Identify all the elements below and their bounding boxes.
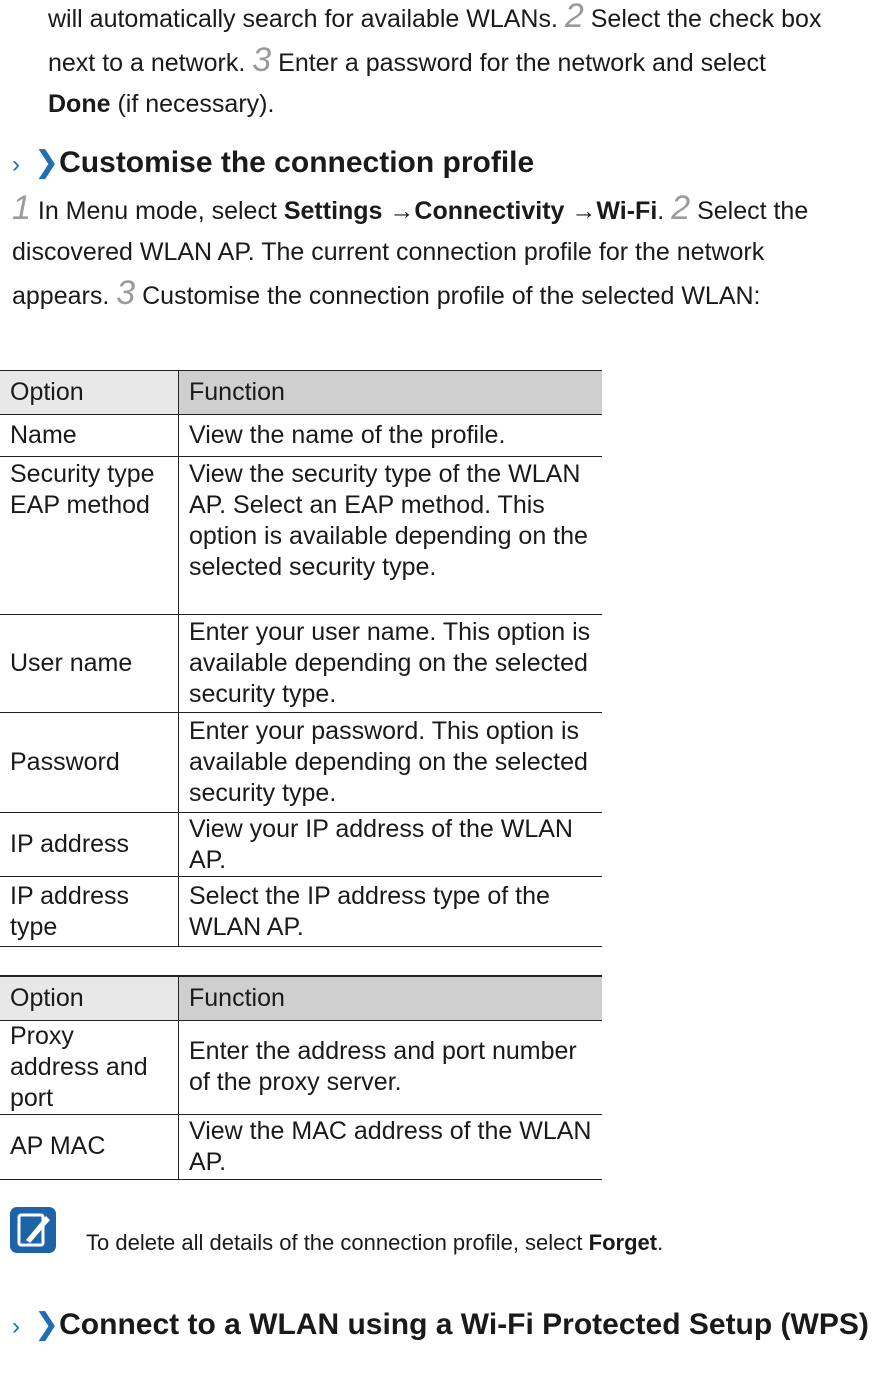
intro-text: (if necessary). [117, 90, 275, 118]
steps-paragraph: 1 In Menu mode, select Settings →Connect… [12, 188, 842, 317]
note-pencil-icon [10, 1207, 56, 1253]
arrow-icon: → [571, 197, 597, 225]
step-text: In Menu mode, select [37, 197, 277, 225]
function-cell: View the security type of the WLAN AP. S… [178, 456, 602, 615]
table-row: Password Enter your password. This optio… [0, 712, 602, 813]
chevron-right-icon: ❯ [34, 1308, 60, 1341]
arrow-icon: → [389, 197, 415, 225]
chevron-right-icon: ❯ [34, 146, 60, 179]
column-header-function: Function [178, 976, 602, 1021]
function-cell: Select the IP address type of the WLAN A… [178, 876, 602, 947]
chevron-right-icon: › [12, 1313, 20, 1340]
menu-path-wifi: Wi-Fi [596, 197, 658, 225]
table-row: IP address type Select the IP address ty… [0, 876, 602, 947]
period: . [657, 1230, 664, 1255]
table-row: User name Enter your user name. This opt… [0, 614, 602, 713]
intro-text: Select the check box [590, 5, 822, 33]
table-row: IP address View your IP address of the W… [0, 812, 602, 877]
column-header-option: Option [0, 370, 179, 415]
option-cell: IP address type [0, 876, 179, 947]
table-header-row: Option Function [0, 976, 602, 1021]
note-text: To delete all details of the connection … [86, 1228, 663, 1258]
option-cell: Password [0, 712, 179, 813]
intro-paragraph: will automatically search for available … [48, 0, 886, 125]
option-cell: AP MAC [0, 1114, 179, 1180]
menu-path-settings: Settings [283, 197, 383, 225]
step-text: Customise the connection profile of the … [142, 282, 761, 310]
note-body: To delete all details of the connection … [86, 1230, 583, 1255]
function-cell: View your IP address of the WLAN AP. [178, 812, 602, 877]
period: . [657, 197, 665, 225]
option-cell: Security type EAP method [0, 456, 179, 615]
table-row: Proxy address and port Enter the address… [0, 1020, 602, 1115]
step-number: 2 [564, 0, 584, 35]
step-number: 1 [12, 189, 31, 227]
option-cell: User name [0, 614, 179, 713]
function-cell: View the MAC address of the WLAN AP. [178, 1114, 602, 1180]
options-table: Option Function Name View the name of th… [0, 370, 602, 947]
table-header-row: Option Function [0, 370, 602, 415]
function-cell: Enter your user name. This option is ava… [178, 614, 602, 713]
function-cell: Enter the address and port number of the… [178, 1020, 602, 1115]
option-cell: IP address [0, 812, 179, 877]
menu-path-connectivity: Connectivity [414, 197, 565, 225]
option-cell: Name [0, 414, 179, 457]
column-header-option: Option [0, 976, 179, 1021]
intro-text: next to a network. [48, 49, 246, 77]
function-cell: View the name of the profile. [178, 414, 602, 457]
option-cell: Proxy address and port [0, 1020, 179, 1115]
table-row: Security type EAP method View the securi… [0, 456, 602, 615]
forget-label: Forget [588, 1230, 658, 1255]
column-header-function: Function [178, 370, 602, 415]
table-row: AP MAC View the MAC address of the WLAN … [0, 1114, 602, 1180]
section-title: Connect to a WLAN using a Wi-Fi Protecte… [59, 1308, 869, 1341]
step-number: 2 [671, 189, 691, 227]
section-title: Customise the connection profile [59, 146, 535, 179]
step-number: 3 [252, 41, 272, 79]
function-cell: Enter your password. This option is avai… [178, 712, 602, 813]
done-label: Done [48, 90, 111, 118]
intro-text: will automatically search for available … [48, 5, 558, 33]
options-table: Option Function Proxy address and port E… [0, 975, 602, 1180]
section-heading: › ❯Customise the connection profile [12, 144, 534, 184]
step-text: Select the discovered WLAN AP. The curre… [12, 197, 809, 310]
section-heading: › ❯Connect to a WLAN using a Wi-Fi Protec… [12, 1306, 872, 1346]
chevron-right-icon: › [12, 151, 20, 178]
table-row: Name View the name of the profile. [0, 414, 602, 457]
intro-text: Enter a password for the network and sel… [278, 49, 766, 77]
step-number: 3 [116, 274, 136, 312]
